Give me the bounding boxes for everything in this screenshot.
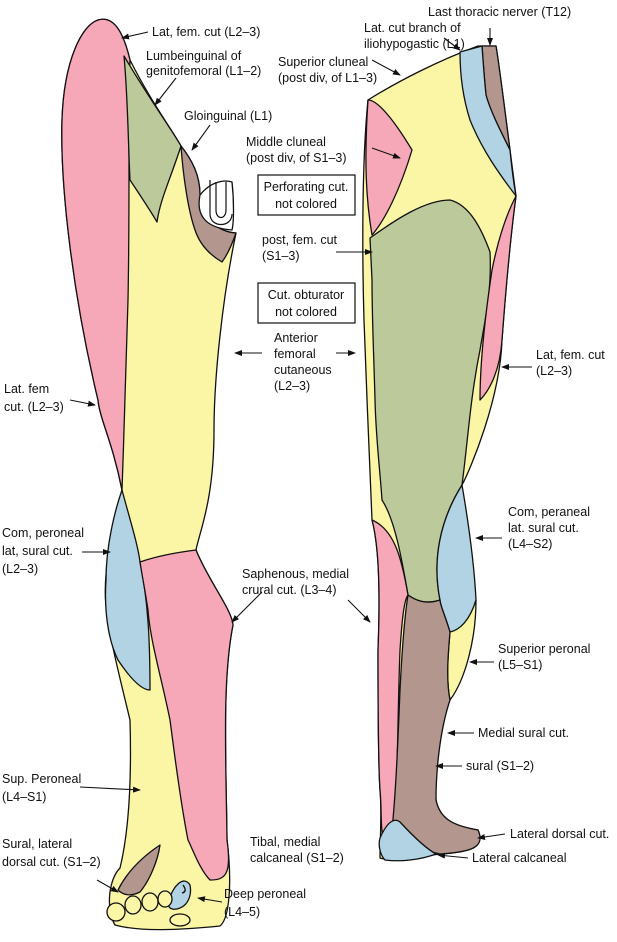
- label-cut-obturator-2: not colored: [275, 305, 337, 319]
- region-ilioinguinal: [180, 145, 237, 263]
- label-post-fem-1: post, fem. cut: [262, 233, 338, 247]
- genital-line-1: [215, 182, 227, 219]
- label-deep-peroneal-2: (L4–5): [224, 905, 260, 919]
- label-sural: sural (S1–2): [466, 759, 534, 773]
- label-lat-fem-right-1: Lat, fem. cut: [536, 348, 605, 362]
- obturator-box: [257, 282, 356, 324]
- label-cut-obturator-1: Cut. obturator: [268, 288, 344, 302]
- label-com-peroneal-left-3: (L2–3): [2, 562, 38, 576]
- label-post-fem-2: (S1–3): [262, 249, 300, 263]
- label-sural-lateral-2: dorsal cut. (S1–2): [2, 855, 101, 869]
- region-common-peroneal-lateral-sural: [104, 489, 151, 691]
- label-lumboinguinal-2: genitofemoral (L1–2): [146, 64, 261, 78]
- region-middle-cluneal: [365, 99, 413, 236]
- label-lat-fem-cut-top: Lat, fem. cut (L2–3): [152, 25, 260, 39]
- label-iliohypogastric-1: Lat. cut branch of: [364, 21, 461, 35]
- label-tibal-2: calcaneal (S1–2): [250, 851, 344, 865]
- label-com-peroneal-left-1: Com, peroneal: [2, 526, 84, 540]
- label-lat-fem-right-2: (L2–3): [536, 364, 572, 378]
- region-sural-lateral-dorsal: [117, 844, 161, 896]
- label-lateral-calcaneal: Lateral calcaneal: [472, 851, 567, 865]
- label-tibal-1: Tibal, medial: [250, 835, 320, 849]
- genital-line-2: [209, 180, 233, 226]
- label-lat-fem-left-2: cut. (L2–3): [4, 400, 64, 414]
- region-lateral-femoral-posterior: [479, 195, 517, 401]
- region-lateral-calcaneal: [378, 819, 437, 862]
- label-lateral-dorsal: Lateral dorsal cut.: [510, 827, 609, 841]
- label-superior-peronal-2: (L5–S1): [498, 658, 542, 672]
- labels: Lat, fem. cut (L2–3) Lumbeinguinal of ge…: [2, 5, 609, 919]
- label-perforating-2: not colored: [275, 197, 337, 211]
- label-anterior-femoral-4: (L2–3): [274, 379, 310, 393]
- label-com-peroneal-right-2: lat. sural cut.: [508, 521, 579, 535]
- region-iliohypogastric: [459, 45, 517, 197]
- label-superior-cluneal-1: Superior cluneal: [278, 55, 368, 69]
- label-anterior-femoral-3: cutaneous: [274, 363, 332, 377]
- label-sural-lateral-1: Sural, lateral: [2, 837, 72, 851]
- anterior-leg: [61, 18, 237, 931]
- label-ilioinguinal: Gloinguinal (L1): [184, 109, 272, 123]
- label-superior-cluneal-2: (post div, of L1–3): [278, 71, 377, 85]
- label-iliohypogastric-2: iliohypogastic (L1): [364, 37, 465, 51]
- label-last-thoracic: Last thoracic nerver (T12): [428, 5, 571, 19]
- label-saphenous-2: crural cut. (L3–4): [242, 583, 336, 597]
- perforating-box: [257, 174, 356, 216]
- label-middle-cluneal-1: Middle cluneal: [246, 135, 326, 149]
- label-anterior-femoral-2: femoral: [274, 347, 316, 361]
- label-sup-peroneal-1: Sup. Peroneal: [2, 772, 81, 786]
- label-medial-sural: Medial sural cut.: [478, 726, 569, 740]
- posterior-leg: [362, 45, 517, 862]
- label-lat-fem-left-1: Lat. fem: [4, 382, 49, 396]
- label-sup-peroneal-2: (L4–S1): [2, 790, 46, 804]
- label-com-peroneal-right-1: Com, peraneal: [508, 505, 590, 519]
- label-middle-cluneal-2: (post div, of S1–3): [246, 151, 347, 165]
- toes: [106, 884, 191, 927]
- label-perforating-1: Perforating cut.: [264, 180, 349, 194]
- label-anterior-femoral-1: Anterior: [274, 331, 318, 345]
- label-saphenous-1: Saphenous, medial: [242, 567, 349, 581]
- label-superior-peronal-1: Superior peronal: [498, 642, 590, 656]
- label-lumboinguinal-1: Lumbeinguinal of: [146, 49, 242, 63]
- leader-arrows: [69, 28, 532, 903]
- region-lumboinguinal: [123, 55, 182, 223]
- region-lateral-femoral-cutaneous: [61, 18, 131, 491]
- label-com-peroneal-right-3: (L4–S2): [508, 537, 552, 551]
- region-sural: [391, 594, 481, 855]
- region-saphenous: [139, 549, 234, 881]
- label-com-peroneal-left-2: lat, sural cut.: [2, 544, 73, 558]
- label-deep-peroneal-1: Deep peroneal: [224, 887, 306, 901]
